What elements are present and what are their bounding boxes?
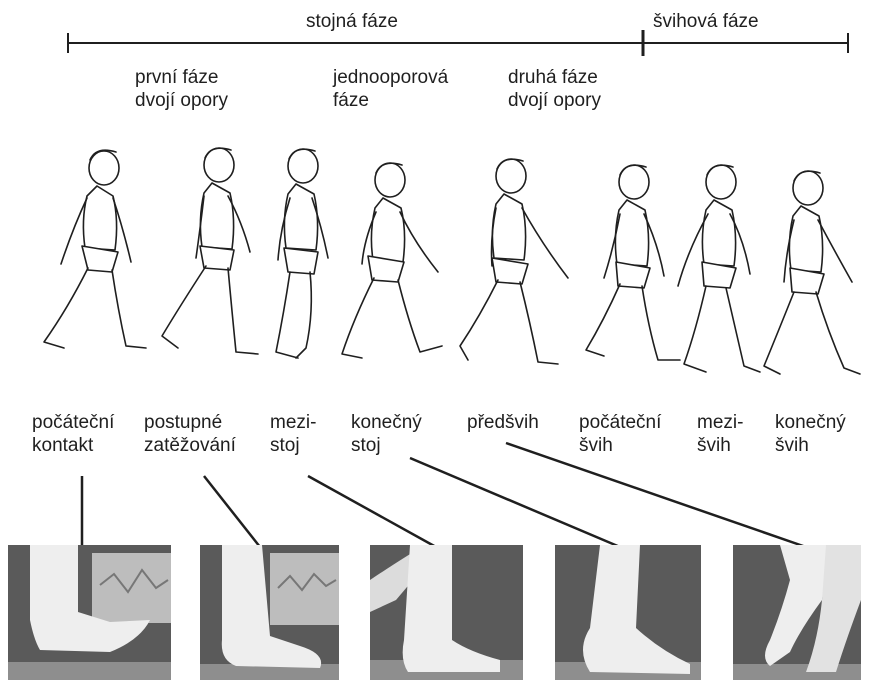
stance-phase-label: stojná fáze: [306, 10, 398, 33]
figure-initial-contact: [44, 150, 146, 348]
event-text: kontakt: [32, 434, 114, 457]
single-support-line-2: fáze: [333, 89, 448, 112]
leader-pre-swing: [506, 443, 806, 547]
event-label-initial-contact: počáteční kontakt: [32, 411, 114, 457]
event-text: zatěžování: [144, 434, 236, 457]
photo-mid-stance: [370, 545, 523, 680]
photo-loading-response: [200, 545, 339, 680]
swing-phase-text: švihová fáze: [653, 10, 759, 33]
figure-loading-response: [162, 148, 258, 354]
event-label-loading-response: postupné zatěžování: [144, 411, 236, 457]
leader-loading-response: [204, 476, 260, 547]
event-text: mezi-: [697, 411, 743, 434]
event-label-terminal-stance: konečný stoj: [351, 411, 422, 457]
walking-figures: [44, 148, 860, 374]
first-double-support-line-2: dvojí opory: [135, 89, 228, 112]
foot-photos: [8, 545, 861, 680]
event-label-mid-stance: mezi- stoj: [270, 411, 316, 457]
leader-mid-stance: [308, 476, 436, 547]
figure-pre-swing: [460, 159, 568, 364]
swing-phase-label: švihová fáze: [653, 10, 759, 33]
event-text: švih: [775, 434, 846, 457]
stance-phase-text: stojná fáze: [306, 10, 398, 33]
figure-mid-stance: [276, 149, 328, 358]
phase-timeline: [68, 30, 848, 56]
second-double-support-line-1: druhá fáze: [508, 66, 601, 89]
photo-initial-contact: [8, 545, 171, 680]
event-label-initial-swing: počáteční švih: [579, 411, 661, 457]
event-text: mezi-: [270, 411, 316, 434]
event-label-mid-swing: mezi- švih: [697, 411, 743, 457]
event-text: počáteční: [32, 411, 114, 434]
single-support-line-1: jednooporová: [333, 66, 448, 89]
figure-initial-swing: [586, 165, 680, 360]
event-text: stoj: [270, 434, 316, 457]
first-double-support-label: první fáze dvojí opory: [135, 66, 228, 112]
event-text: konečný: [351, 411, 422, 434]
photo-terminal-stance: [555, 545, 701, 680]
event-text: konečný: [775, 411, 846, 434]
event-label-terminal-swing: konečný švih: [775, 411, 846, 457]
event-text: švih: [579, 434, 661, 457]
event-text: švih: [697, 434, 743, 457]
photo-pre-swing: [733, 545, 861, 680]
second-double-support-label: druhá fáze dvojí opory: [508, 66, 601, 112]
second-double-support-line-2: dvojí opory: [508, 89, 601, 112]
event-text: postupné: [144, 411, 236, 434]
event-text: stoj: [351, 434, 422, 457]
figure-mid-swing: [678, 165, 760, 372]
figure-terminal-stance: [342, 163, 442, 358]
first-double-support-line-1: první fáze: [135, 66, 228, 89]
single-support-label: jednooporová fáze: [333, 66, 448, 112]
event-label-pre-swing: předšvih: [467, 411, 539, 434]
event-text: počáteční: [579, 411, 661, 434]
event-text: předšvih: [467, 411, 539, 434]
figure-terminal-swing: [764, 171, 860, 374]
